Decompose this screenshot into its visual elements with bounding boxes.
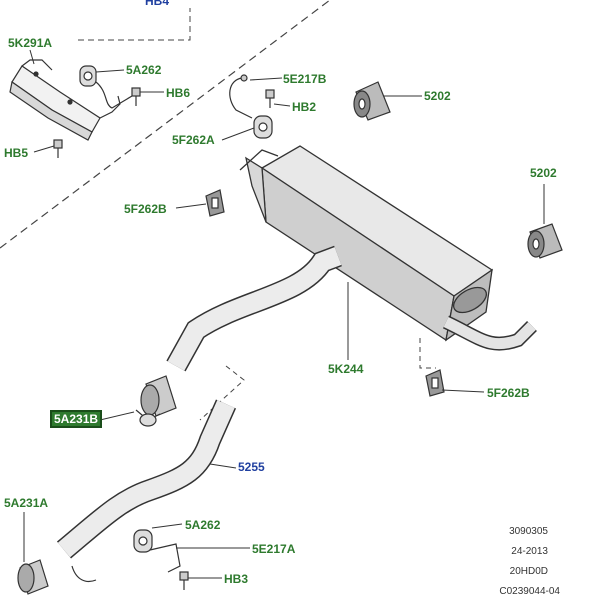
reference-code-1: 3090305 <box>509 526 548 537</box>
bolt-hb3 <box>179 571 189 590</box>
bracket-5e217b <box>229 74 253 119</box>
label-5a262-top[interactable]: 5A262 <box>126 63 162 77</box>
label-5202-top[interactable]: 5202 <box>424 89 451 103</box>
label-5a231a[interactable]: 5A231A <box>4 496 49 510</box>
front-pipe <box>56 399 237 559</box>
heat-shield <box>9 59 121 141</box>
pipe-clamp-5a231a <box>17 559 49 595</box>
label-5202-right[interactable]: 5202 <box>530 166 557 180</box>
rubber-hanger-5f262b-left <box>205 189 225 217</box>
label-5f262b-right[interactable]: 5F262B <box>487 386 530 400</box>
label-5255[interactable]: 5255 <box>238 460 265 474</box>
label-5a231b-selected[interactable]: 5A231B <box>50 410 103 428</box>
rubber-hanger-bottom <box>71 529 181 583</box>
rubber-hanger-5f262b-right <box>425 369 445 397</box>
reference-code-4: C0239044-04 <box>499 586 560 597</box>
rubber-hanger-5f262a <box>253 115 273 139</box>
label-5f262a[interactable]: 5F262A <box>172 133 215 147</box>
label-5a262-bottom[interactable]: 5A262 <box>185 518 221 532</box>
pipe-clamp-5a231b <box>135 375 177 427</box>
bolt-hb2 <box>265 89 275 108</box>
rear-muffler <box>239 145 537 351</box>
bolt-hb5 <box>53 139 63 158</box>
bolt-hb6 <box>131 87 141 106</box>
label-5f262b-left[interactable]: 5F262B <box>124 202 167 216</box>
label-hb3[interactable]: HB3 <box>224 572 249 586</box>
label-5e217b[interactable]: 5E217B <box>283 72 327 86</box>
reference-code-3: 20HD0D <box>509 566 548 577</box>
reference-code-2: 24-2013 <box>511 546 548 557</box>
callout-bracket-right <box>419 338 436 369</box>
label-5k244[interactable]: 5K244 <box>328 362 364 376</box>
intermediate-pipe <box>166 245 342 372</box>
isolator-5202-right <box>527 223 563 259</box>
label-5k291a[interactable]: 5K291A <box>8 36 53 50</box>
leader-lines <box>23 49 545 579</box>
section-divider <box>0 0 331 249</box>
rubber-hanger-top <box>79 65 133 109</box>
label-hb5[interactable]: HB5 <box>4 146 29 160</box>
isolator-5202-top <box>353 81 391 121</box>
label-hb2[interactable]: HB2 <box>292 100 317 114</box>
label-hb4[interactable]: HB4 <box>145 0 170 8</box>
callout-bracket-top <box>78 8 191 41</box>
label-5e217a[interactable]: 5E217A <box>252 542 296 556</box>
label-hb6[interactable]: HB6 <box>166 86 191 100</box>
callout-bracket-mid <box>199 365 245 421</box>
